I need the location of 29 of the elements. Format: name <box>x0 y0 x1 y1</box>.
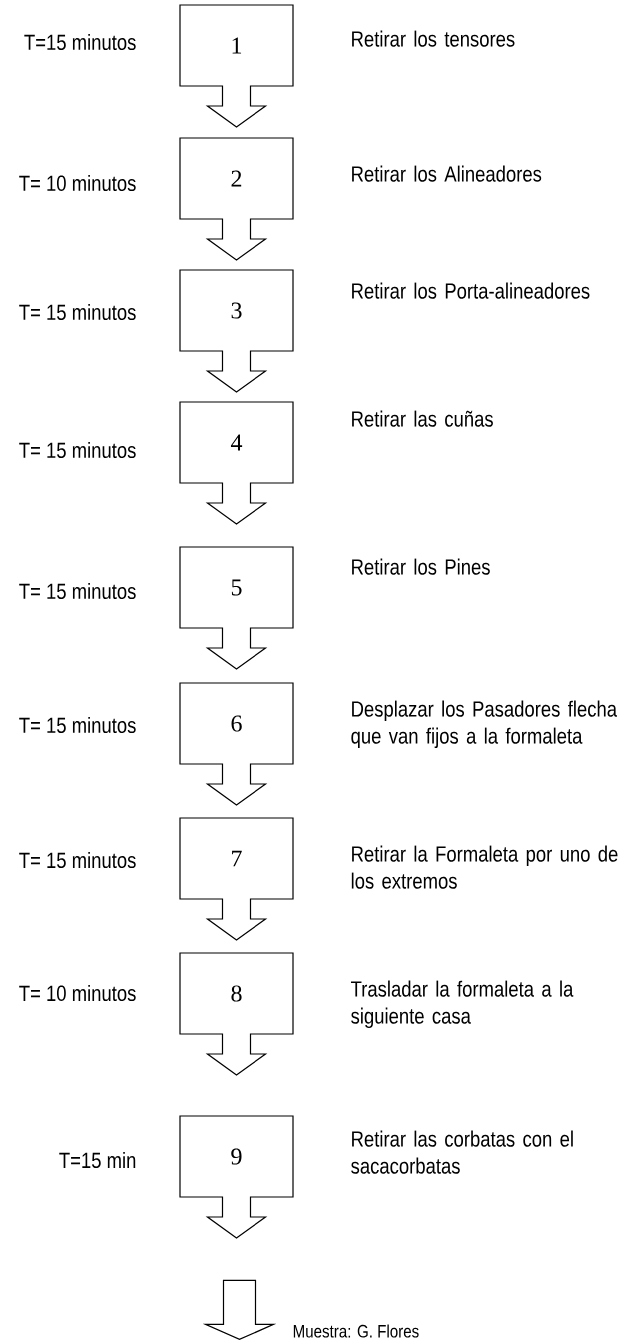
step-description: Retirar la Formaleta por uno de los extremos <box>351 845 618 889</box>
arrow-box: 2 <box>179 137 294 261</box>
arrow-box: 1 <box>179 4 294 128</box>
step-description: Retirar los tensores <box>352 30 515 47</box>
arrow-box: 4 <box>179 401 294 525</box>
duration-label: T= 15 minutos <box>19 441 136 459</box>
block-arrow <box>202 1279 277 1341</box>
duration-label: T= 10 minutos <box>19 174 136 192</box>
arrow-box: 3 <box>179 269 294 393</box>
arrow-box: 8 <box>179 952 294 1076</box>
step-description: Desplazar los Pasadores flecha que van fijos a la formaleta <box>351 700 617 749</box>
duration-label: T= 15 minutos <box>19 851 136 869</box>
step-description: Retirar las cuñas <box>352 410 493 427</box>
step-description: Retirar los Porta-alineadores <box>352 282 590 299</box>
arrow-box: 9 <box>179 1115 294 1239</box>
duration-label: T= 15 minutos <box>19 582 136 600</box>
arrow-box: 5 <box>179 546 294 670</box>
step-description: Retirar los Pines <box>352 558 490 575</box>
duration-label: T= 15 minutos <box>19 303 136 321</box>
author-note: Muestra: G. Flores <box>293 1324 419 1338</box>
arrow-box: 6 <box>179 682 294 806</box>
duration-label: T= 10 minutos <box>19 984 136 1002</box>
arrow-box: 7 <box>179 817 294 941</box>
duration-label: T= 15 minutos <box>19 716 136 734</box>
duration-label: T=15 minutos <box>24 33 136 51</box>
step-description: Retirar las corbatas con el sacacorbatas <box>351 1130 573 1174</box>
step-description: Trasladar la formaleta a la siguiente casa <box>351 980 574 1029</box>
duration-label: T=15 min <box>59 1151 136 1169</box>
step-description: Retirar los Alineadores <box>352 165 542 182</box>
